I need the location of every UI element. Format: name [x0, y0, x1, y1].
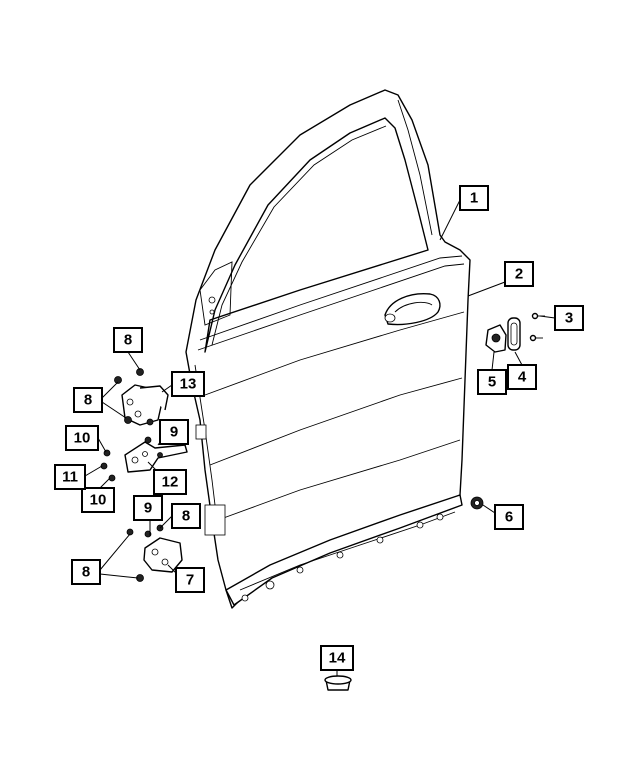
callout-8-lower-left: 8 [71, 559, 101, 585]
striker-assembly [485, 312, 545, 353]
callout-8-upper-left: 8 [73, 387, 103, 413]
callout-label: 1 [470, 190, 478, 207]
plug-part-14 [324, 675, 352, 691]
callout-1: 1 [459, 185, 489, 211]
callout-14: 14 [320, 645, 354, 671]
lower-hinge [126, 524, 183, 582]
callout-3: 3 [554, 305, 584, 331]
upper-hinge [114, 368, 169, 426]
callout-label: 9 [144, 500, 152, 517]
callout-5: 5 [477, 369, 507, 395]
callout-label: 12 [162, 474, 179, 491]
callout-label: 14 [329, 650, 346, 667]
callout-label: 10 [90, 492, 107, 509]
callout-10-upper: 10 [65, 425, 99, 451]
callout-11: 11 [54, 464, 86, 490]
leader-lines [84, 199, 556, 676]
callout-8-mid-right: 8 [171, 503, 201, 529]
callout-label: 2 [515, 266, 523, 283]
check-strap [100, 436, 188, 482]
nut-part-6 [470, 496, 484, 510]
callout-label: 3 [565, 310, 573, 327]
callout-label: 13 [180, 376, 197, 393]
callout-label: 5 [488, 374, 496, 391]
callout-label: 7 [186, 572, 194, 589]
callout-2: 2 [504, 261, 534, 287]
callout-12: 12 [153, 469, 187, 495]
callout-label: 8 [124, 332, 132, 349]
callout-label: 11 [62, 469, 78, 486]
callout-label: 9 [170, 424, 178, 441]
callout-label: 4 [518, 369, 527, 386]
callout-8-top: 8 [113, 327, 143, 353]
callout-13: 13 [171, 371, 205, 397]
callout-7: 7 [175, 567, 205, 593]
callout-label: 10 [74, 430, 91, 447]
callout-10-lower: 10 [81, 487, 115, 513]
door-shell [185, 89, 471, 609]
callout-9-upper: 9 [159, 419, 189, 445]
callout-label: 8 [84, 392, 92, 409]
callout-9-lower: 9 [133, 495, 163, 521]
callout-label: 8 [82, 564, 90, 581]
callout-label: 6 [505, 509, 513, 526]
callout-6: 6 [494, 504, 524, 530]
callout-4: 4 [507, 364, 537, 390]
callout-label: 8 [182, 508, 190, 525]
